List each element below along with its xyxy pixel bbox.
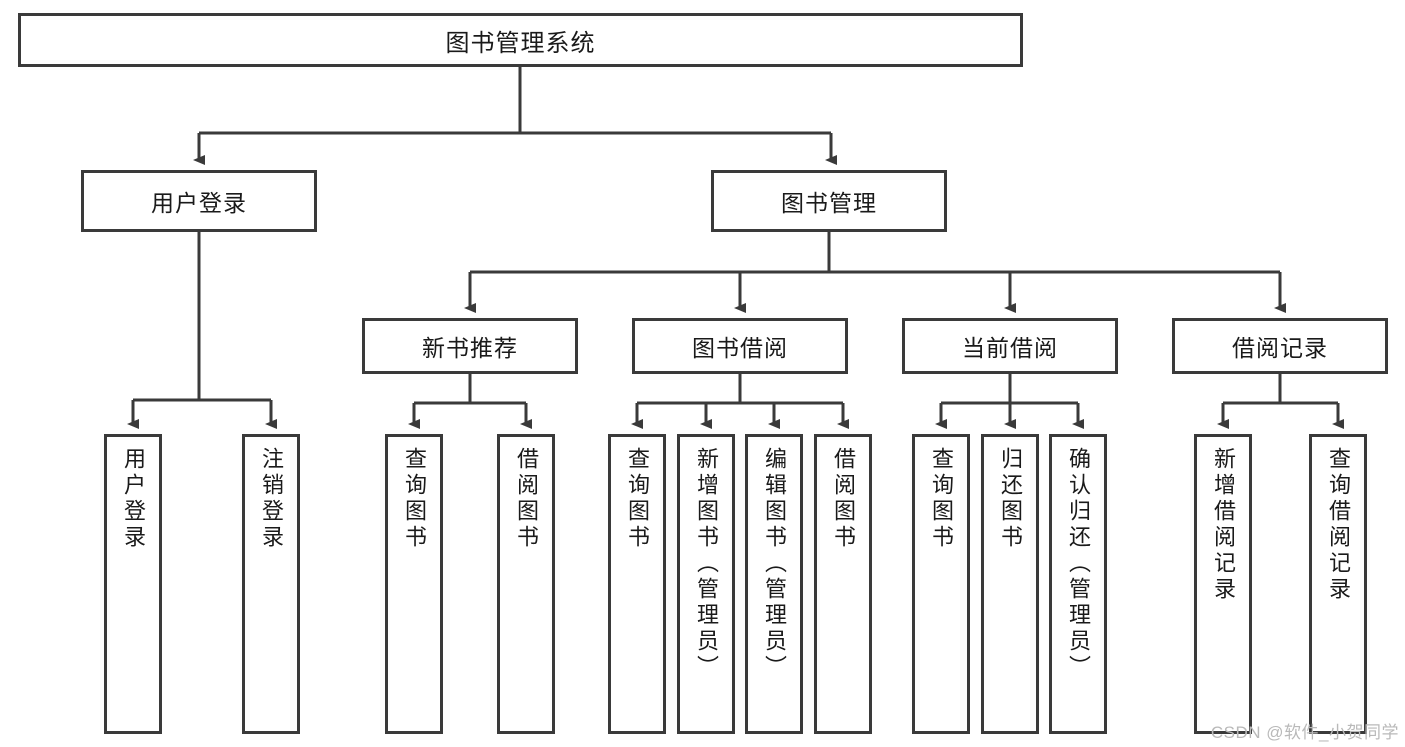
node-user-login-label: 用户登录	[151, 190, 247, 216]
node-leaf-add-book-admin[interactable]: 新增图书（管理员）	[677, 434, 735, 734]
node-leaf-user-login[interactable]: 用户登录	[104, 434, 162, 734]
node-borrow-record-label: 借阅记录	[1232, 335, 1328, 361]
node-leaf-add-record-label: 新增借阅记录	[1211, 447, 1236, 603]
node-leaf-add-book-admin-label: 新增图书（管理员）	[694, 447, 719, 681]
node-leaf-confirm-return-admin-label: 确认归还（管理员）	[1066, 447, 1091, 681]
node-new-book-rec-label: 新书推荐	[422, 335, 518, 361]
node-new-book-rec[interactable]: 新书推荐	[362, 318, 578, 374]
node-book-mgmt[interactable]: 图书管理	[711, 170, 947, 232]
node-leaf-return-book[interactable]: 归还图书	[981, 434, 1039, 734]
node-leaf-query-book-3-label: 查询图书	[929, 447, 954, 551]
node-root-label: 图书管理系统	[445, 29, 596, 57]
node-leaf-query-record-label: 查询借阅记录	[1326, 447, 1351, 603]
node-leaf-query-book-1[interactable]: 查询图书	[385, 434, 443, 734]
node-book-borrow-label: 图书借阅	[692, 335, 788, 361]
node-book-mgmt-label: 图书管理	[781, 190, 877, 216]
node-leaf-confirm-return-admin[interactable]: 确认归还（管理员）	[1049, 434, 1107, 734]
node-user-login[interactable]: 用户登录	[81, 170, 317, 232]
node-leaf-borrow-book-2-label: 借阅图书	[831, 447, 856, 551]
node-leaf-query-book-2-label: 查询图书	[625, 447, 650, 551]
node-borrow-record[interactable]: 借阅记录	[1172, 318, 1388, 374]
node-leaf-query-book-3[interactable]: 查询图书	[912, 434, 970, 734]
node-book-borrow[interactable]: 图书借阅	[632, 318, 848, 374]
node-leaf-user-login-label: 用户登录	[121, 447, 146, 551]
node-current-borrow-label: 当前借阅	[962, 335, 1058, 361]
watermark: CSDN @软件_小贺同学	[1210, 723, 1399, 742]
node-root[interactable]: 图书管理系统	[18, 13, 1023, 67]
node-leaf-query-record[interactable]: 查询借阅记录	[1309, 434, 1367, 734]
node-current-borrow[interactable]: 当前借阅	[902, 318, 1118, 374]
node-leaf-query-book-1-label: 查询图书	[402, 447, 427, 551]
node-leaf-return-book-label: 归还图书	[998, 447, 1023, 551]
node-leaf-edit-book-admin[interactable]: 编辑图书（管理员）	[745, 434, 803, 734]
node-leaf-borrow-book-1-label: 借阅图书	[514, 447, 539, 551]
node-leaf-borrow-book-2[interactable]: 借阅图书	[814, 434, 872, 734]
node-leaf-logout-label: 注销登录	[259, 447, 284, 551]
node-leaf-edit-book-admin-label: 编辑图书（管理员）	[762, 447, 787, 681]
node-leaf-borrow-book-1[interactable]: 借阅图书	[497, 434, 555, 734]
node-leaf-logout[interactable]: 注销登录	[242, 434, 300, 734]
node-leaf-query-book-2[interactable]: 查询图书	[608, 434, 666, 734]
node-leaf-add-record[interactable]: 新增借阅记录	[1194, 434, 1252, 734]
